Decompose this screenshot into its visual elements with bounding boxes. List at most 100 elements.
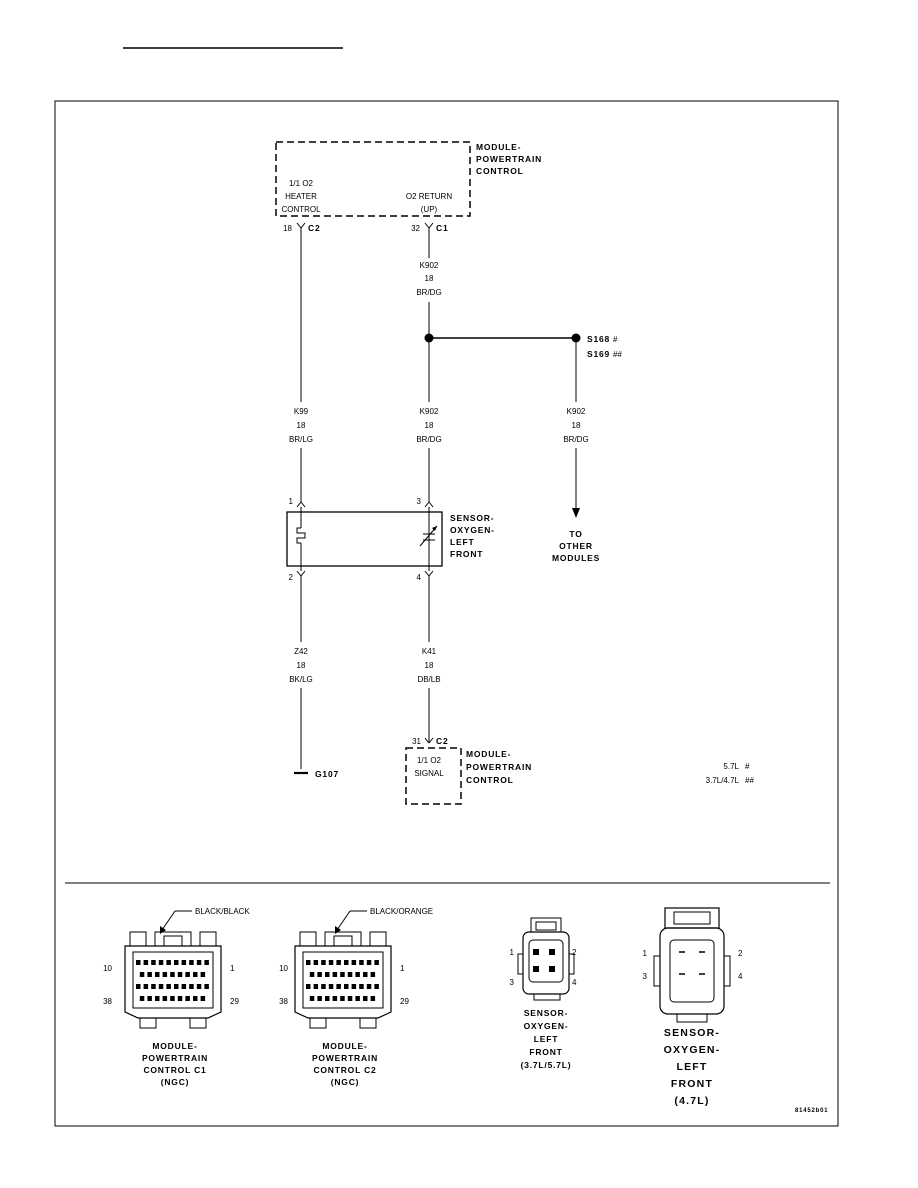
- wire-k902-right-label-1: K902: [567, 407, 586, 416]
- pin-cavity: [347, 972, 353, 977]
- to-other-2: OTHER: [559, 541, 593, 551]
- wire-k41-label-3: DB/LB: [417, 675, 440, 684]
- oxygen-sensor-component: 1 3 SENSOR- OXYGEN- LEFT FRONT 2 4: [286, 497, 494, 582]
- pin-cavity: [336, 960, 341, 965]
- pin-cavity: [143, 984, 149, 989]
- wire-k902-mid-label-3: BR/DG: [416, 435, 441, 444]
- pin-cavity: [332, 972, 338, 977]
- pin-cavity: [151, 984, 156, 989]
- wire-k99-label-3: BR/LG: [289, 435, 313, 444]
- arrow-down-icon: [572, 508, 580, 518]
- o2-small-pin-2: 2: [572, 948, 577, 957]
- pin-cavity: [370, 972, 376, 977]
- pin-cavity: [328, 984, 334, 989]
- pin-cavity: [200, 972, 206, 977]
- sensor-name-4: FRONT: [450, 549, 483, 559]
- pin-cavity: [136, 984, 141, 989]
- pin-cavity: [143, 960, 149, 965]
- o2-small-caption-5: (3.7L/5.7L): [521, 1060, 572, 1070]
- pcm-bottom-name-3: CONTROL: [466, 775, 514, 785]
- c1-pin-tl: 10: [103, 964, 112, 973]
- c1-caption-2: POWERTRAIN: [142, 1053, 208, 1063]
- pcm-top-dashed-box: [275, 141, 471, 217]
- wire-k41-label-2: 18: [425, 661, 434, 670]
- wire-k99: K99 18 BR/LG: [289, 228, 313, 502]
- c2-pin-tr: 1: [400, 964, 405, 973]
- pin-cavity: [313, 960, 319, 965]
- pin-cavity: [317, 996, 322, 1001]
- pin-cavity: [366, 984, 372, 989]
- pcm-top-pin-left-1: 1/1 O2: [289, 179, 314, 188]
- pin-cavity: [355, 996, 360, 1001]
- wire-k902-right-label-3: BR/DG: [563, 435, 588, 444]
- wire-k902-right-label-2: 18: [572, 421, 581, 430]
- o2-large-caption-5: (4.7L): [674, 1095, 709, 1107]
- wire-k902: K902 18 BR/DG K902 18 BR/DG: [416, 228, 442, 502]
- pcm-top-pin-left-2: HEATER: [285, 192, 317, 201]
- pin-cavity: [147, 996, 152, 1001]
- sensor-pin-4: 4: [417, 573, 422, 582]
- o2-large-caption-1: SENSOR-: [664, 1027, 720, 1039]
- pin-cavity: [166, 984, 171, 989]
- pin-cavity: [359, 960, 364, 965]
- pin-cavity: [332, 996, 338, 1001]
- sensor-pin-3: 3: [417, 497, 422, 506]
- pin-cavity: [174, 984, 179, 989]
- pcm-top-name-3: CONTROL: [476, 166, 524, 176]
- c1-pin-grid: [136, 960, 209, 1001]
- wire-k41: K41 18 DB/LB: [417, 576, 441, 743]
- splice-s169-mark: ##: [613, 350, 622, 359]
- pin-cavity: [177, 972, 183, 977]
- pin-cavity: [325, 972, 330, 977]
- pin-cavity: [170, 972, 175, 977]
- o2-large-caption-3: LEFT: [676, 1061, 707, 1073]
- splice-s168-mark: #: [613, 335, 618, 344]
- pin-cavity: [170, 996, 175, 1001]
- wire-k99-label-2: 18: [297, 421, 306, 430]
- wire-z42-label-2: 18: [297, 661, 306, 670]
- wire-k99-label-1: K99: [294, 407, 309, 416]
- ground-label: G107: [315, 769, 339, 779]
- c2-callout: BLACK/ORANGE: [370, 907, 433, 916]
- o2-large-pin-3: 3: [643, 972, 648, 981]
- pcm-bottom-name-1: MODULE-: [466, 749, 511, 759]
- pin-cavity: [177, 996, 183, 1001]
- pin-cavity: [317, 972, 322, 977]
- o2-large-caption-4: FRONT: [671, 1078, 713, 1090]
- pin-cavity: [181, 984, 187, 989]
- heater-element-icon: [296, 527, 306, 544]
- pin-cavity: [363, 972, 368, 977]
- pin-cavity: [139, 996, 145, 1001]
- wire-k902-mid-label-1: K902: [420, 407, 439, 416]
- c2-caption-2: POWERTRAIN: [312, 1053, 378, 1063]
- pcm-bottom-cavity: 31: [412, 737, 421, 746]
- pin-cavity: [185, 972, 190, 977]
- pin-cavity: [155, 972, 160, 977]
- wire-k902-top-label-3: BR/DG: [416, 288, 441, 297]
- connector-c1-view: BLACK/BLACK 10 1 38 29 MODULE- POWERTRAI…: [103, 907, 250, 1087]
- c2-pin-br: 29: [400, 997, 409, 1006]
- pin-cavity: [306, 960, 311, 965]
- legend-label-2: 3.7L/4.7L: [706, 776, 740, 785]
- legend-mark-1: #: [745, 762, 750, 771]
- pin-cavity: [158, 984, 164, 989]
- pin-cavity: [328, 960, 334, 965]
- c1-caption-1: MODULE-: [152, 1041, 197, 1051]
- pcm-bottom-name-2: POWERTRAIN: [466, 762, 532, 772]
- pin-cavity: [351, 960, 357, 965]
- c2-caption-1: MODULE-: [322, 1041, 367, 1051]
- c1-body: [124, 945, 222, 1019]
- c1-caption-4: (NGC): [161, 1077, 190, 1087]
- pin-cavity: [374, 960, 379, 965]
- wire-k902-top-label-1: K902: [420, 261, 439, 270]
- legend-mark-2: ##: [745, 776, 754, 785]
- wire-k41-label-1: K41: [422, 647, 437, 656]
- o2-small-pin-4: 4: [572, 978, 577, 987]
- c2-caption-4: (NGC): [331, 1077, 360, 1087]
- pin-cavity: [321, 960, 326, 965]
- o2-small-caption-1: SENSOR-: [524, 1008, 568, 1018]
- c1-caption-3: CONTROL C1: [143, 1065, 206, 1075]
- o2-small-pin-1: 1: [510, 948, 515, 957]
- pcm-top-pin-left-3: CONTROL: [281, 205, 321, 214]
